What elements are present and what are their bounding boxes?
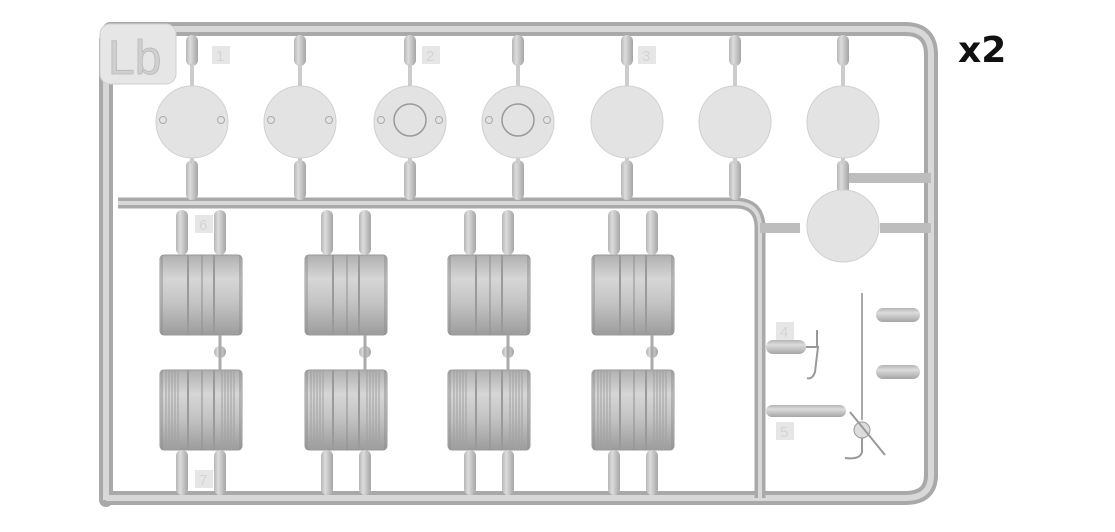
gate bbox=[766, 340, 806, 354]
gate bbox=[186, 35, 198, 66]
drum-lid bbox=[806, 189, 880, 263]
gate bbox=[608, 450, 620, 495]
drum-body bbox=[159, 254, 243, 336]
gate bbox=[766, 405, 846, 417]
gate bbox=[176, 450, 188, 495]
gate bbox=[464, 450, 476, 495]
part-number-tag bbox=[195, 215, 213, 233]
part-number: 7 bbox=[199, 472, 207, 489]
sprue-frame bbox=[99, 22, 938, 507]
gate bbox=[294, 160, 306, 200]
pump-spout bbox=[844, 438, 863, 460]
gate bbox=[502, 210, 514, 255]
oil-drum bbox=[447, 254, 531, 336]
gate bbox=[646, 450, 658, 495]
part-number-tag bbox=[638, 46, 656, 64]
part-number: 2 bbox=[426, 48, 434, 65]
gate bbox=[359, 450, 371, 495]
gate bbox=[876, 308, 920, 322]
lid-plug bbox=[377, 116, 385, 124]
gate bbox=[359, 210, 371, 255]
sprue-label-tab: Lb bbox=[99, 23, 177, 85]
pump-handle-hub bbox=[853, 421, 871, 439]
lid-plug bbox=[435, 116, 443, 124]
oil-drum bbox=[304, 254, 388, 336]
quantity-multiplier: x2 bbox=[958, 30, 1007, 71]
lid-bung bbox=[501, 103, 535, 137]
part-number: 5 bbox=[780, 424, 788, 441]
gate bbox=[186, 160, 198, 200]
drum-lid bbox=[590, 85, 664, 159]
pump-handle bbox=[849, 411, 886, 456]
part-number-tag bbox=[422, 46, 440, 64]
lid-plug bbox=[217, 116, 225, 124]
sprue-parts bbox=[155, 35, 920, 495]
drum-lid bbox=[155, 85, 229, 159]
drum-body bbox=[447, 254, 531, 336]
gate bbox=[214, 450, 226, 495]
gate bbox=[621, 35, 633, 66]
gate bbox=[464, 210, 476, 255]
lid-bung bbox=[393, 103, 427, 137]
part-number: 6 bbox=[199, 217, 207, 234]
gate bbox=[512, 160, 524, 200]
gate bbox=[729, 35, 741, 66]
drum-lid bbox=[698, 85, 772, 159]
drum-body bbox=[591, 254, 675, 336]
gate bbox=[404, 35, 416, 66]
lid-plug bbox=[485, 116, 493, 124]
part-number: 4 bbox=[780, 324, 788, 341]
oil-drum bbox=[591, 254, 675, 336]
part-number: 3 bbox=[642, 48, 650, 65]
lid-plug bbox=[325, 116, 333, 124]
gate bbox=[214, 210, 226, 255]
oil-drum bbox=[591, 369, 675, 451]
drum-lid bbox=[806, 85, 880, 159]
gate bbox=[502, 450, 514, 495]
side-runner bbox=[760, 173, 931, 233]
gate bbox=[876, 365, 920, 379]
lid-plug bbox=[543, 116, 551, 124]
hose-nozzle bbox=[806, 346, 820, 380]
gate bbox=[321, 210, 333, 255]
gate bbox=[837, 35, 849, 66]
part-number-tag bbox=[212, 46, 230, 64]
oil-drum bbox=[447, 369, 531, 451]
oil-drum bbox=[159, 254, 243, 336]
oil-drum bbox=[159, 369, 243, 451]
drum-lid bbox=[263, 85, 337, 159]
gate bbox=[294, 35, 306, 66]
drum-lid bbox=[481, 85, 555, 159]
drum-lid bbox=[373, 85, 447, 159]
gate bbox=[321, 450, 333, 495]
gate bbox=[729, 160, 741, 200]
gate bbox=[404, 160, 416, 200]
part-number-tag bbox=[776, 422, 794, 440]
oil-drum bbox=[304, 369, 388, 451]
gate bbox=[608, 210, 620, 255]
drum-body bbox=[304, 254, 388, 336]
sprue-label: Lb bbox=[108, 32, 161, 85]
part-number-tag bbox=[776, 322, 794, 340]
gate bbox=[646, 210, 658, 255]
outer-runner-highlight bbox=[103, 26, 934, 501]
part-number: 1 bbox=[216, 48, 224, 65]
lid-plug bbox=[267, 116, 275, 124]
gate bbox=[512, 35, 524, 66]
part-number-tag bbox=[195, 470, 213, 488]
lid-plug bbox=[159, 116, 167, 124]
gate bbox=[176, 210, 188, 255]
gate bbox=[621, 160, 633, 200]
